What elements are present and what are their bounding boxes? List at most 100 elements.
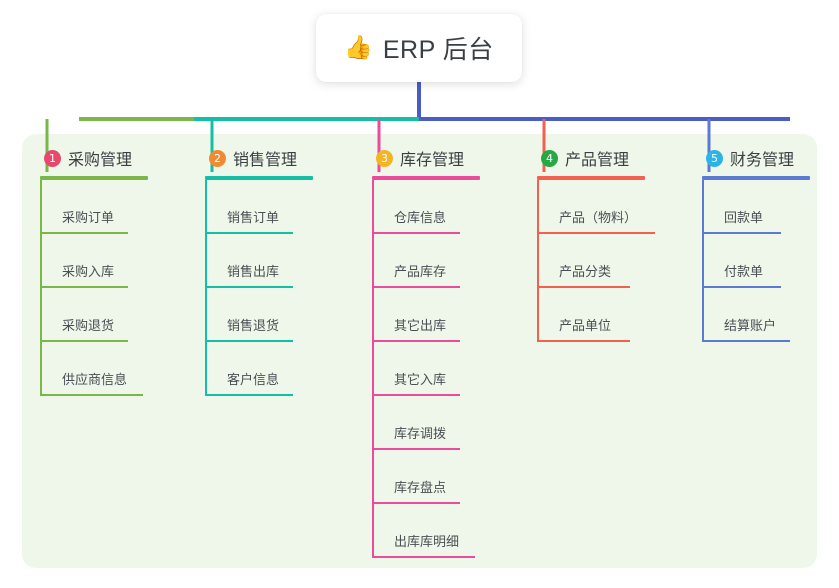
- leaf-item-label: 出库库明细: [394, 534, 460, 549]
- leaf-item-rule: [372, 394, 460, 396]
- leaf-item-label: 产品分类: [559, 264, 612, 279]
- leaf-item-rule: [372, 448, 460, 450]
- leaf-list-3: 仓库信息产品库存其它出库其它入库库存调拨库存盘点出库库明细: [372, 180, 522, 558]
- column-title-3: 库存管理: [400, 152, 465, 169]
- leaf-item-rule: [537, 286, 630, 288]
- leaf-item[interactable]: 库存盘点: [372, 450, 522, 504]
- leaf-item[interactable]: 产品（物料）: [537, 180, 697, 234]
- leaf-spine-1: [40, 180, 42, 396]
- leaf-item[interactable]: 采购入库: [40, 234, 190, 288]
- leaf-item-rule: [40, 286, 128, 288]
- leaf-item-rule: [702, 232, 781, 234]
- column-header-rule-4: [537, 176, 645, 180]
- leaf-item[interactable]: 供应商信息: [40, 342, 190, 396]
- column-badge-2: 2: [209, 149, 226, 167]
- leaf-item-rule: [40, 232, 128, 234]
- leaf-spine-5: [702, 180, 704, 342]
- root-node-title: ERP 后台: [382, 36, 494, 64]
- column-title-5: 财务管理: [730, 152, 795, 169]
- leaf-item-label: 付款单: [724, 264, 764, 279]
- thumbs-up-icon: 👍: [344, 34, 373, 61]
- column-header-1[interactable]: 1 采购管理: [40, 146, 190, 170]
- leaf-item-label: 产品单位: [559, 318, 612, 333]
- leaf-item-rule: [205, 232, 293, 234]
- column-badge-1: 1: [44, 149, 61, 167]
- column-采购管理: 1 采购管理采购订单采购入库采购退货供应商信息: [40, 146, 190, 396]
- leaf-item[interactable]: 客户信息: [205, 342, 355, 396]
- leaf-item-rule: [537, 232, 655, 234]
- leaf-item[interactable]: 结算账户: [702, 288, 839, 342]
- leaf-item-rule: [372, 286, 460, 288]
- column-title-1: 采购管理: [68, 152, 133, 169]
- leaf-item[interactable]: 出库库明细: [372, 504, 522, 558]
- leaf-item-label: 结算账户: [724, 318, 777, 333]
- leaf-list-2: 销售订单销售出库销售退货客户信息: [205, 180, 355, 396]
- leaf-item-label: 销售出库: [227, 264, 280, 279]
- column-销售管理: 2 销售管理销售订单销售出库销售退货客户信息: [205, 146, 355, 396]
- leaf-item[interactable]: 产品单位: [537, 288, 697, 342]
- leaf-item-label: 其它入库: [394, 372, 447, 387]
- root-node-erp-backend[interactable]: 👍 ERP 后台: [316, 14, 522, 82]
- leaf-list-4: 产品（物料） 产品分类产品单位: [537, 180, 697, 342]
- leaf-item-rule: [702, 340, 790, 342]
- leaf-item-label: 产品（物料）: [559, 210, 638, 225]
- leaf-item-label: 销售订单: [227, 210, 280, 225]
- leaf-item-label: 库存调拨: [394, 426, 447, 441]
- leaf-item[interactable]: 产品库存: [372, 234, 522, 288]
- leaf-item-label: 回款单: [724, 210, 764, 225]
- column-header-4[interactable]: 4 产品管理: [537, 146, 697, 170]
- leaf-item-label: 销售退货: [227, 318, 280, 333]
- column-badge-4: 4: [541, 149, 558, 167]
- leaf-item[interactable]: 库存调拨: [372, 396, 522, 450]
- column-title-2: 销售管理: [233, 152, 298, 169]
- leaf-item-rule: [372, 232, 460, 234]
- leaf-item-label: 采购订单: [62, 210, 115, 225]
- leaf-item-rule: [40, 394, 143, 396]
- leaf-item-rule: [205, 394, 293, 396]
- leaf-item-label: 库存盘点: [394, 480, 447, 495]
- leaf-item[interactable]: 付款单: [702, 234, 839, 288]
- leaf-item[interactable]: 其它入库: [372, 342, 522, 396]
- leaf-spine-3: [372, 180, 374, 558]
- leaf-item[interactable]: 销售订单: [205, 180, 355, 234]
- leaf-list-5: 回款单付款单结算账户: [702, 180, 839, 342]
- leaf-item-label: 供应商信息: [62, 372, 128, 387]
- leaf-item-rule: [372, 340, 460, 342]
- leaf-item[interactable]: 采购订单: [40, 180, 190, 234]
- leaf-item-rule: [702, 286, 781, 288]
- leaf-list-1: 采购订单采购入库采购退货供应商信息: [40, 180, 190, 396]
- column-header-3[interactable]: 3 库存管理: [372, 146, 522, 170]
- leaf-item[interactable]: 产品分类: [537, 234, 697, 288]
- leaf-item-label: 仓库信息: [394, 210, 447, 225]
- leaf-item[interactable]: 其它出库: [372, 288, 522, 342]
- column-库存管理: 3 库存管理仓库信息产品库存其它出库其它入库库存调拨库存盘点出库库明细: [372, 146, 522, 558]
- column-header-5[interactable]: 5 财务管理: [702, 146, 839, 170]
- leaf-item-label: 采购入库: [62, 264, 115, 279]
- leaf-item-rule: [372, 556, 475, 558]
- column-badge-3: 3: [376, 149, 393, 167]
- column-header-rule-2: [205, 176, 313, 180]
- column-header-2[interactable]: 2 销售管理: [205, 146, 355, 170]
- leaf-item-label: 采购退货: [62, 318, 115, 333]
- column-header-rule-3: [372, 176, 480, 180]
- column-title-4: 产品管理: [565, 152, 630, 169]
- leaf-spine-4: [537, 180, 539, 342]
- leaf-item[interactable]: 销售出库: [205, 234, 355, 288]
- column-财务管理: 5 财务管理回款单付款单结算账户: [702, 146, 839, 342]
- leaf-item-rule: [537, 340, 630, 342]
- column-header-rule-1: [40, 176, 148, 180]
- column-header-rule-5: [702, 176, 810, 180]
- leaf-item-label: 产品库存: [394, 264, 447, 279]
- leaf-spine-2: [205, 180, 207, 396]
- leaf-item[interactable]: 销售退货: [205, 288, 355, 342]
- diagram-background-panel: [22, 134, 817, 568]
- column-产品管理: 4 产品管理产品（物料） 产品分类产品单位: [537, 146, 697, 342]
- leaf-item[interactable]: 回款单: [702, 180, 839, 234]
- leaf-item[interactable]: 仓库信息: [372, 180, 522, 234]
- leaf-item-label: 其它出库: [394, 318, 447, 333]
- leaf-item[interactable]: 采购退货: [40, 288, 190, 342]
- column-badge-5: 5: [706, 149, 723, 167]
- leaf-item-rule: [205, 340, 293, 342]
- leaf-item-label: 客户信息: [227, 372, 280, 387]
